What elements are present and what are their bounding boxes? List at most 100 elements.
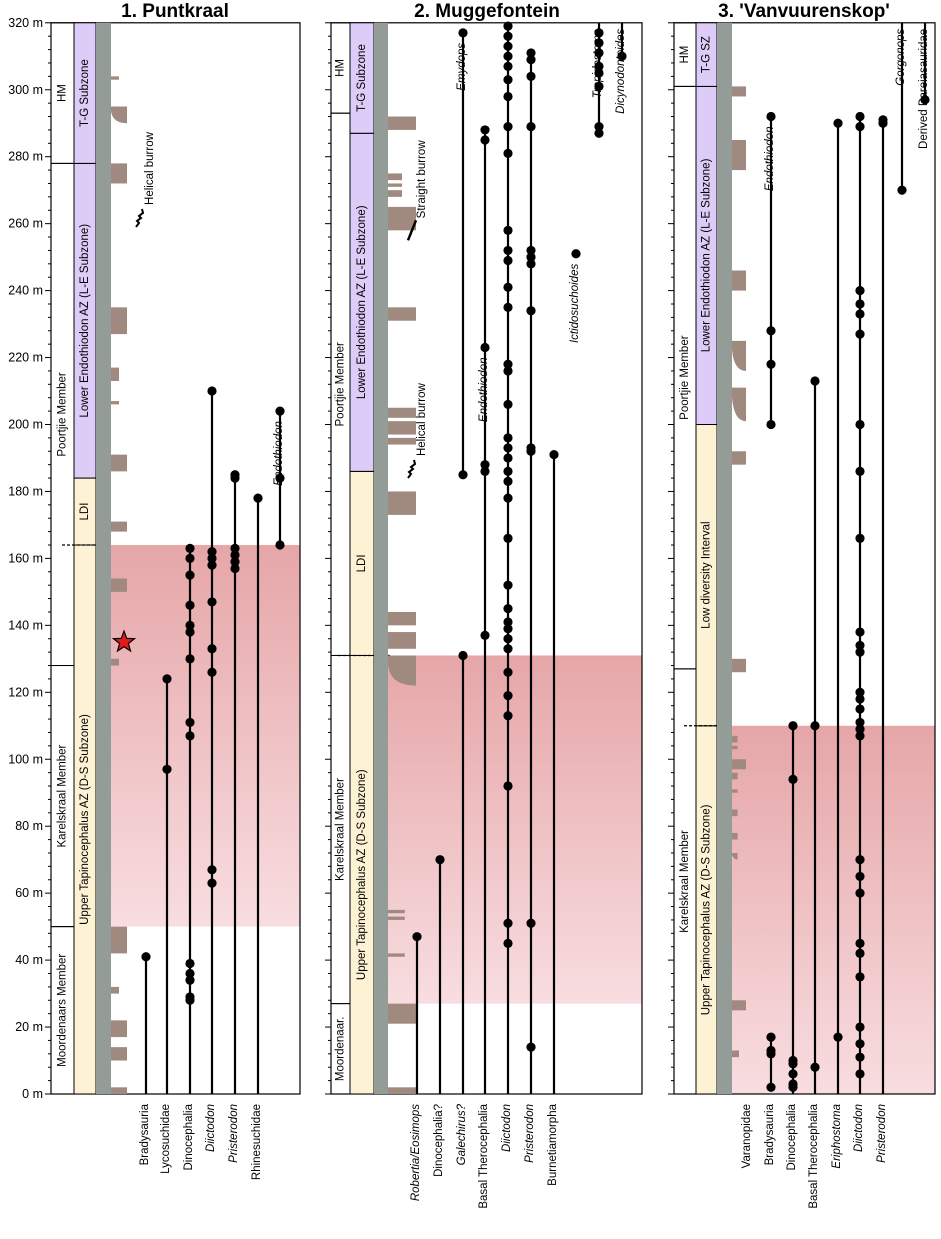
- sandstone-bed: [732, 1000, 746, 1011]
- occurrence-dot: [162, 764, 172, 774]
- occurrence-dot: [185, 654, 195, 664]
- sandstone-bed: [388, 953, 405, 957]
- occurrence-dot: [207, 878, 217, 888]
- panel-title: 3. 'Vanvuurenskop': [718, 1, 890, 22]
- occurrence-dot: [855, 286, 865, 296]
- occurrence-dot: [503, 148, 513, 158]
- occurrence-dot: [480, 125, 490, 135]
- member-label: HM: [57, 84, 69, 102]
- occurrence-dot: [855, 888, 865, 898]
- biozone-label: Upper Tapinocephalus AZ (D-S Subzone): [79, 714, 91, 925]
- helical-burrow-icon: [135, 208, 145, 228]
- extinction-interval-band: [732, 725, 935, 1094]
- occurrence-dot: [458, 28, 468, 38]
- biozone-label: Lower Endothiodon AZ (L-E Subzone): [79, 224, 91, 418]
- biozone-label: Upper Tapinocephalus AZ (D-S Subzone): [356, 769, 368, 980]
- taxon-label: Emydops: [456, 43, 468, 91]
- sandstone-bed: [388, 909, 405, 914]
- occurrence-dot: [810, 376, 820, 386]
- taxon-label: Dicynodontoides: [615, 29, 627, 114]
- sandstone-bed: [111, 986, 119, 994]
- occurrence-dot: [526, 121, 536, 132]
- y-tick-label: 240 m: [8, 284, 43, 298]
- sandstone-bed: [388, 190, 402, 197]
- sandstone-bed: [732, 658, 746, 673]
- member-label: Karelskraal Member: [57, 744, 69, 847]
- member-box: [673, 22, 697, 87]
- y-tick-label: 80 m: [15, 819, 43, 833]
- occurrence-dot: [526, 48, 536, 58]
- occurrence-dot: [207, 553, 217, 564]
- sandstone-bed: [388, 916, 405, 920]
- occurrence-dot: [855, 419, 865, 430]
- occurrence-dot: [503, 466, 513, 476]
- occurrence-dot: [503, 75, 513, 85]
- y-tick-label: 260 m: [8, 217, 43, 231]
- occurrence-dot: [526, 245, 536, 256]
- occurrence-dot: [920, 95, 930, 105]
- taxon-label: Endothiodon: [273, 421, 285, 486]
- occurrence-dot: [185, 543, 195, 553]
- biozone-label: LDI: [356, 554, 368, 572]
- occurrence-dot: [503, 580, 513, 590]
- sandstone-bed: [111, 401, 119, 405]
- taxon-label: Dinocephalia: [786, 1103, 798, 1170]
- occurrence-dot: [207, 386, 217, 396]
- occurrence-dot: [855, 1022, 865, 1032]
- occurrence-dot: [594, 128, 604, 138]
- mudstone-column: [717, 22, 732, 1094]
- occurrence-dot: [503, 667, 513, 677]
- occurrence-dot: [594, 68, 604, 78]
- biozone-label: Lower Endothiodon AZ (L-E Subzone): [701, 158, 713, 352]
- occurrence-dot: [207, 667, 217, 677]
- sandstone-bed: [732, 832, 738, 840]
- sandstone-bed: [111, 76, 119, 80]
- taxon-label: Derived Pareiasauridae: [918, 29, 930, 149]
- occurrence-dot: [503, 51, 513, 61]
- occurrence-dot: [766, 419, 776, 430]
- sandstone-bed: [111, 1087, 127, 1094]
- sandstone-bed: [111, 163, 127, 184]
- occurrence-dot: [855, 938, 865, 948]
- biozone-label: Lower Endothiodon AZ (L-E Subzone): [356, 205, 368, 399]
- y-tick-label: 0 m: [22, 1087, 43, 1101]
- taxon-label: Dinocephalia: [183, 1103, 195, 1170]
- occurrence-dot: [480, 342, 490, 353]
- taxon-label: Varanopidae: [741, 1104, 753, 1168]
- sandstone-bed: [732, 772, 738, 780]
- occurrence-dot: [480, 630, 490, 640]
- occurrence-dot: [855, 466, 865, 476]
- occurrence-dot: [185, 620, 195, 630]
- sandstone-bed: [732, 451, 746, 465]
- occurrence-dot: [549, 450, 559, 460]
- occurrence-dot: [503, 91, 513, 102]
- occurrence-dot: [766, 1032, 776, 1042]
- occurrence-dot: [503, 493, 513, 503]
- biozone-label: T-G SZ: [701, 36, 713, 73]
- occurrence-dot: [855, 121, 865, 132]
- occurrence-dot: [503, 617, 513, 627]
- y-tick-label: 320 m: [8, 16, 43, 30]
- occurrence-dot: [833, 118, 843, 128]
- occurrence-dot: [503, 604, 513, 614]
- sandstone-bed: [388, 611, 416, 626]
- occurrence-dot: [855, 694, 865, 704]
- member-label: Karelskraal Member: [335, 778, 347, 881]
- sandstone-bed: [111, 106, 127, 124]
- taxon-label: Pristerodon: [524, 1104, 536, 1163]
- y-tick-label: 220 m: [8, 351, 43, 365]
- taxon-label: Basal Therocephalia: [808, 1103, 820, 1208]
- occurrence-dot: [788, 721, 798, 731]
- occurrence-dot: [503, 359, 513, 369]
- occurrence-dot: [230, 543, 240, 553]
- taxon-label: Basal Therocephalia: [478, 1103, 490, 1208]
- occurrence-dot: [185, 553, 195, 564]
- occurrence-dot: [855, 647, 865, 657]
- occurrence-dot: [503, 691, 513, 701]
- sandstone-bed: [111, 521, 127, 532]
- y-tick-label: 20 m: [15, 1020, 43, 1034]
- taxon-label: Robertia/Eosimops: [410, 1104, 422, 1201]
- taxon-label: Diictodon: [205, 1104, 217, 1152]
- y-tick-label: 40 m: [15, 953, 43, 967]
- occurrence-dot: [855, 329, 865, 339]
